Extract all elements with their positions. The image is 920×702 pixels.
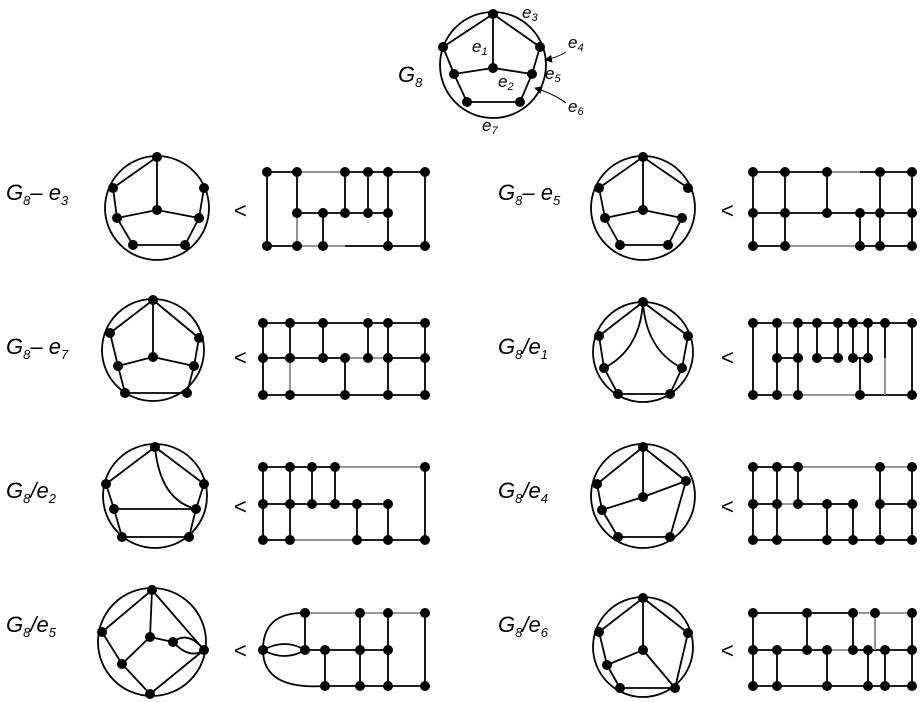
row-label-g8-minus-e5: G8– e5 xyxy=(498,180,561,208)
graph-g8-minus-e5 xyxy=(590,152,696,261)
less-than-2: < xyxy=(721,198,734,223)
less-than-1: < xyxy=(234,198,247,223)
graph-g8-contract-e1 xyxy=(592,297,694,403)
grid-g8-contract-e5 xyxy=(258,608,430,691)
main-graph-label: G8 xyxy=(398,62,423,90)
graph-g8-minus-e7 xyxy=(101,295,205,402)
edge-label-e5: e5 xyxy=(545,64,561,85)
row-label-g8-minus-e7: G8– e7 xyxy=(6,334,69,362)
less-than-8: < xyxy=(721,638,734,663)
grid-g8-contract-e2 xyxy=(258,462,430,545)
grid-g8-contract-e4 xyxy=(748,462,917,545)
less-than-5: < xyxy=(234,494,247,519)
grid-g8-minus-e5 xyxy=(748,167,917,251)
row-label-g8-contract-e6: G8/e6 xyxy=(498,612,549,640)
graph-g8-minus-e3 xyxy=(104,152,210,261)
main-graph-vertices xyxy=(438,9,545,107)
e6-arrow xyxy=(534,86,567,104)
grid-g8-contract-e1 xyxy=(748,318,917,400)
graph-g8-contract-e4 xyxy=(590,442,696,549)
less-than-6: < xyxy=(721,494,734,519)
grid-g8-minus-e3 xyxy=(262,167,430,251)
less-than-4: < xyxy=(721,345,734,370)
edge-label-e7: e7 xyxy=(482,116,498,137)
graph-g8-contract-e2 xyxy=(101,442,209,549)
edge-label-e6: e6 xyxy=(568,97,584,118)
graph-g8-contract-e5 xyxy=(97,585,209,699)
grid-g8-minus-e7 xyxy=(258,318,430,400)
row-label-g8-minus-e3: G8– e3 xyxy=(6,180,69,208)
row-label-g8-contract-e2: G8/e2 xyxy=(6,478,57,506)
edge-label-e3: e3 xyxy=(522,3,538,24)
row-label-g8-contract-e5: G8/e5 xyxy=(6,612,57,640)
row-label-g8-contract-e4: G8/e4 xyxy=(498,478,548,506)
graph-g8-contract-e6 xyxy=(592,593,694,698)
less-than-3: < xyxy=(234,345,247,370)
e4-arrow xyxy=(544,51,567,63)
grid-g8-contract-e6 xyxy=(748,608,917,691)
less-than-7: < xyxy=(234,638,247,663)
edge-label-e4: e4 xyxy=(568,33,584,54)
row-label-g8-contract-e1: G8/e1 xyxy=(498,334,548,362)
edge-label-e1: e1 xyxy=(472,37,488,58)
edge-label-e2: e2 xyxy=(498,72,514,93)
